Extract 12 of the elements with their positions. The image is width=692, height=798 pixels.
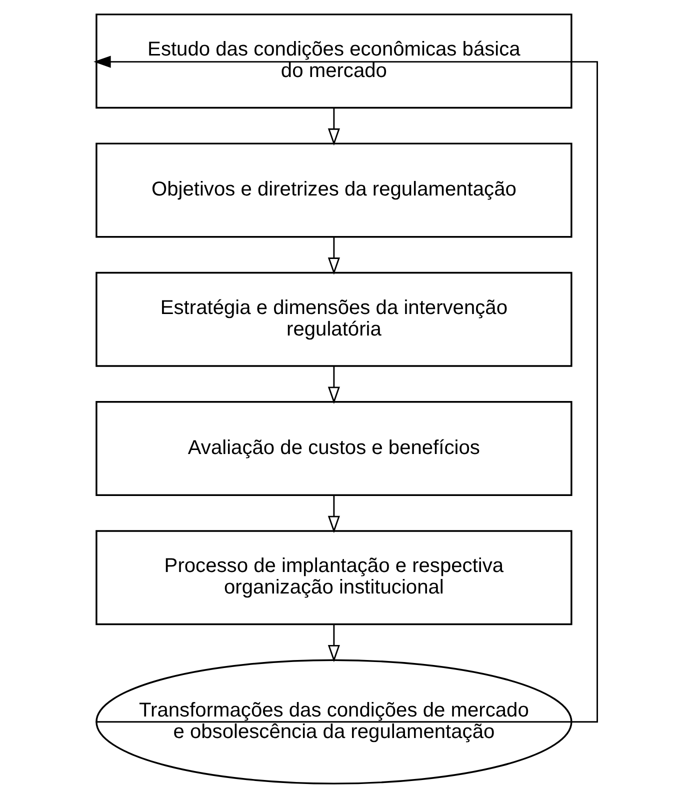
node-ellipse: Transformações das condições de mercado e obsolescência da regulamentação [95, 659, 572, 784]
arrow [327, 624, 340, 662]
arrow [93, 56, 598, 723]
node-box: Estratégia e dimensões da intervenção regulatória [95, 272, 572, 367]
node-box: Processo de implantação e respectiva organização institucional [95, 530, 572, 626]
arrow [327, 237, 340, 275]
node-box: Estudo das condições econômicas básica do mercado [95, 14, 572, 109]
arrow [327, 366, 340, 404]
node-box: Avaliação de custos e benefícios [95, 401, 572, 496]
arrow [327, 496, 340, 534]
node-box: Objetivos e diretrizes da regulamentação [95, 142, 572, 238]
arrow [327, 108, 340, 146]
